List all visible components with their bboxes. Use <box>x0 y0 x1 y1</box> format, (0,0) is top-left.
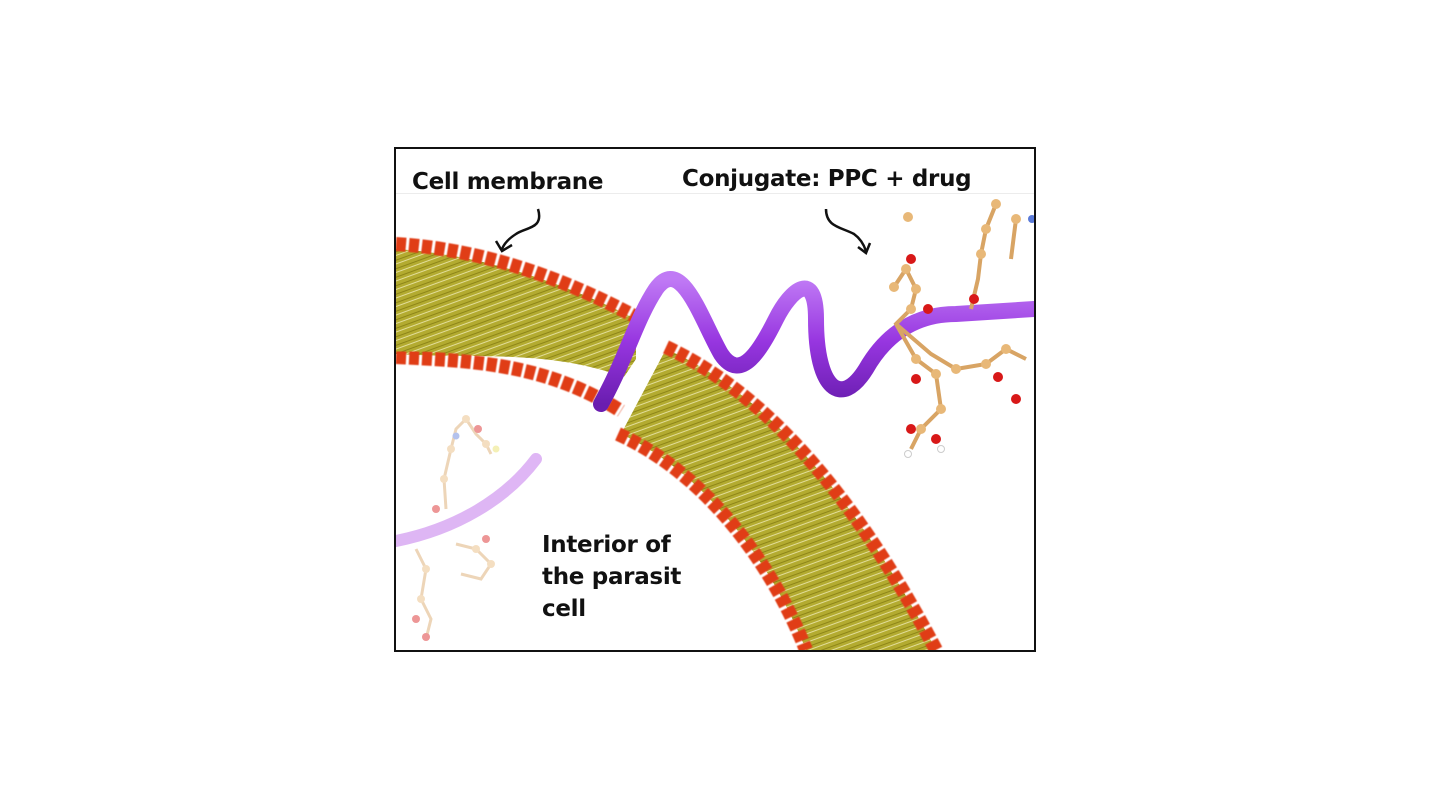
membrane-segment-upper <box>396 237 640 417</box>
figure-frame: Cell membrane Conjugate: PPC + drug Inte… <box>394 147 1036 652</box>
divider-line <box>396 193 1034 194</box>
conjugate-arrow-icon <box>824 208 868 252</box>
interior-label-line3: cell <box>542 596 586 622</box>
drug-molecule-right <box>889 199 1034 458</box>
peptide-helix <box>593 271 1034 412</box>
membrane-segment-lower <box>615 340 943 650</box>
drug-molecule-interior <box>396 415 542 641</box>
interior-label-line2: the parasit <box>542 564 682 590</box>
interior-label-line1: Interior of <box>542 532 671 558</box>
conjugate-label: Conjugate: PPC + drug <box>682 166 972 192</box>
membrane-illustration <box>396 199 1034 650</box>
cell-membrane-label: Cell membrane <box>412 169 604 195</box>
membrane-arrow-icon <box>500 208 541 250</box>
interior-label: Interior of the parasit cell <box>542 529 712 625</box>
